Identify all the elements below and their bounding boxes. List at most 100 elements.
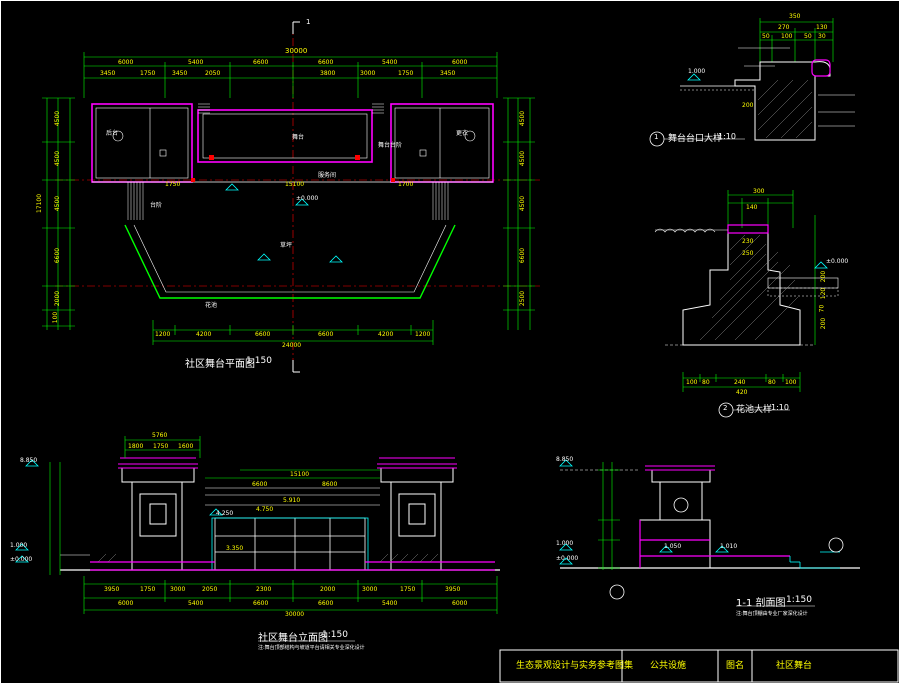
plan-top-dim: 6000 — [118, 59, 134, 66]
elevation-left-canopy — [118, 457, 198, 469]
section-ornament — [673, 497, 689, 513]
elevation-bottom-dim: 2300 — [256, 586, 272, 593]
elevation-title: 社区舞台立面图 — [258, 633, 328, 644]
elevation-scale: 1:150 — [322, 630, 348, 640]
detail2-dim: 250 — [742, 250, 754, 257]
elevation-base-wall — [90, 561, 495, 571]
elevation-mid-dim: 8600 — [322, 481, 338, 488]
plan-bottom-dim: 1200 — [415, 331, 431, 338]
section-note: 注:舞台顶棚由专业厂家深化设计 — [736, 611, 808, 617]
detail1-scale: 1:10 — [718, 132, 736, 141]
section-grid-bubble-right — [828, 537, 844, 553]
detail-2-view — [654, 190, 839, 418]
section-view — [559, 459, 860, 607]
detail1-dim: 130 — [816, 24, 828, 31]
plan-label-planter: 花池 — [205, 302, 218, 309]
title-block-frame — [499, 649, 899, 683]
plan-lawn-inner — [133, 224, 447, 293]
plan-total-width: 30000 — [285, 47, 308, 55]
detail2-dim: 140 — [746, 204, 758, 211]
plan-lawn-outline — [124, 224, 456, 299]
plan-label-stage-steps: 舞台台阶 — [378, 142, 403, 149]
elevation-level: 1.000 — [10, 542, 28, 549]
elevation-right-canopy — [377, 457, 457, 469]
elevation-bottom-dim: 1750 — [400, 586, 416, 593]
plan-left-dim: 4500 — [54, 110, 62, 127]
section-steps — [789, 551, 840, 569]
plan-right-dim: 4500 — [519, 195, 527, 212]
detail1-dim: 270 — [778, 24, 790, 31]
plan-inner-dim: 15100 — [285, 181, 305, 188]
detail2-dimensions — [682, 190, 816, 392]
detail1-dim: 350 — [789, 13, 801, 20]
elevation-center-screens — [214, 517, 366, 571]
plan-bottom-dim: 1200 — [155, 331, 171, 338]
plan-right-dim: 6600 — [519, 247, 527, 264]
plan-top-dim: 5400 — [382, 59, 398, 66]
plan-right-dim: 4500 — [519, 110, 527, 127]
plan-view — [42, 21, 540, 373]
elevation-top-dim: 5760 — [152, 432, 168, 439]
detail2-side-dim: 120 — [820, 287, 828, 300]
section-dimensions — [598, 462, 620, 570]
elevation-grid-dim: 6000 — [452, 600, 468, 607]
plan-top-dim: 6600 — [318, 59, 334, 66]
detail2-title: 花池大样 — [736, 405, 773, 415]
elevation-level: 4.250 — [216, 510, 234, 517]
section-canopy — [645, 465, 715, 471]
plan-bottom-dim: 6600 — [255, 331, 271, 338]
plan-bottom-dim: 4200 — [196, 331, 212, 338]
elevation-bottom-dim: 1750 — [140, 586, 156, 593]
plan-stairs — [127, 103, 449, 220]
elevation-mid-dim: 6600 — [252, 481, 268, 488]
elevation-bottom-dim: 3000 — [170, 586, 186, 593]
plan-label-lawn: 草坪 — [280, 242, 293, 249]
section-grid-bubble-left — [609, 584, 625, 600]
detail2-scale: 1:10 — [771, 403, 789, 412]
plan-second-dim: 1750 — [140, 70, 156, 77]
detail1-title: 舞台台口大样 — [668, 134, 723, 144]
detail1-leader-lines — [738, 47, 855, 127]
detail2-level: ±0.000 — [826, 258, 849, 265]
section-level: 1.050 — [664, 543, 682, 550]
plan-room-label: 服务间 — [318, 172, 337, 179]
elevation-mid-dim: 15100 — [290, 471, 310, 478]
plan-second-dim: 3450 — [440, 70, 456, 77]
elevation-stage-frame — [211, 517, 369, 571]
plan-label-dressing: 更衣 — [456, 130, 469, 137]
detail1-coping-stone — [811, 59, 831, 77]
detail2-bottom-dim: 240 — [734, 379, 746, 386]
plan-top-dim: 5400 — [188, 59, 204, 66]
detail1-dim: 30 — [818, 33, 826, 40]
plan-bottom-dimensions — [152, 320, 434, 345]
detail2-base-layer — [767, 287, 839, 297]
elevation-bench-hatch — [97, 553, 439, 563]
detail1-dimensions — [759, 18, 834, 62]
plan-left-dim: 4500 — [54, 195, 62, 212]
elevation-level: 3.350 — [226, 545, 244, 552]
plan-right-dim: 2500 — [519, 290, 527, 307]
detail2-number: 2 — [723, 404, 728, 412]
plan-title: 社区舞台平面图 — [185, 359, 255, 370]
elevation-top-dim: 1600 — [178, 443, 194, 450]
title-block-project: 生态景观设计与实务参考图集 — [516, 661, 634, 671]
plan-top-dim: 6600 — [253, 59, 269, 66]
plan-section-marks — [292, 21, 300, 373]
detail2-bottom-dim: 80 — [702, 379, 710, 386]
plan-level-markers — [225, 183, 343, 263]
elevation-grid-dim: 6600 — [318, 600, 334, 607]
elevation-bottom-dim: 2050 — [202, 586, 218, 593]
detail1-hatch — [757, 79, 813, 139]
detail1-dim: 50 — [762, 33, 770, 40]
section-level: 1.010 — [720, 543, 738, 550]
detail2-bottom-dim: 100 — [785, 379, 797, 386]
plan-left-dim: 100 — [52, 311, 60, 324]
elevation-bottom-dim: 3000 — [362, 586, 378, 593]
plan-inner-dim: 1700 — [398, 181, 414, 188]
plan-second-dim: 2050 — [205, 70, 221, 77]
section-level: ±0.000 — [556, 555, 579, 562]
plan-column-marks — [191, 155, 395, 182]
elevation-view — [15, 436, 500, 642]
